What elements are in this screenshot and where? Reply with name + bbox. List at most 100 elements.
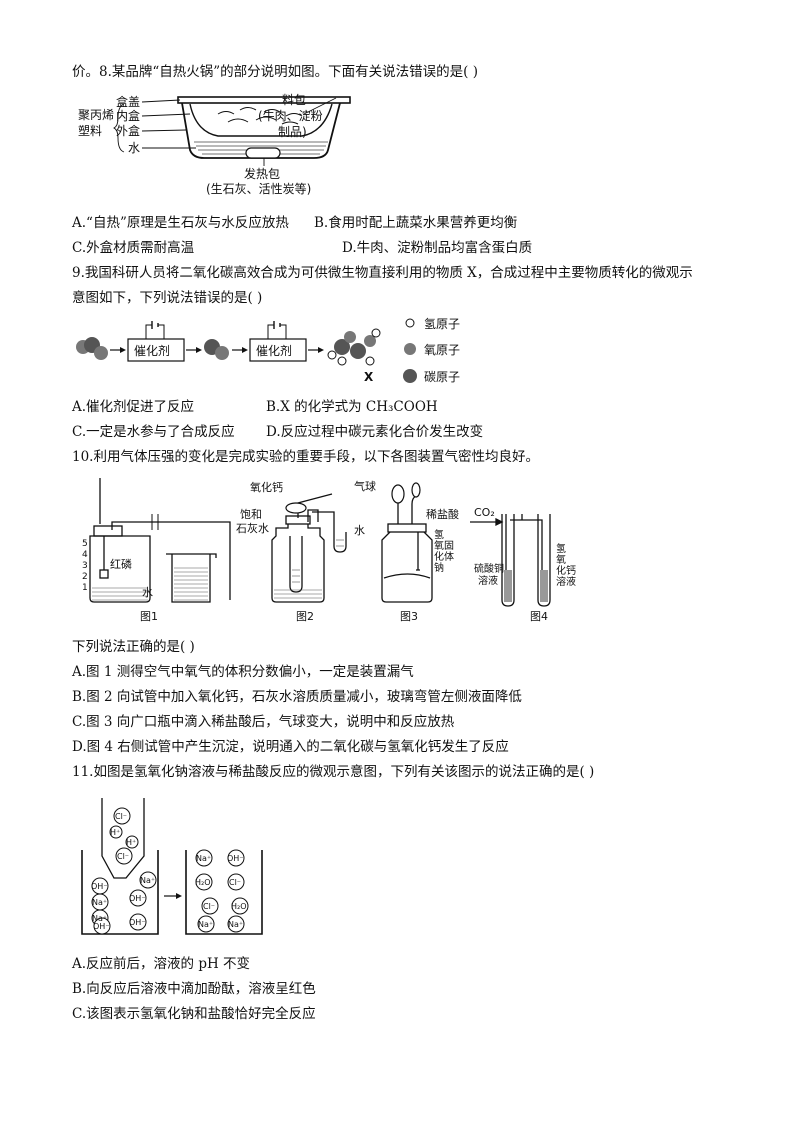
fig1-water-hatch — [92, 567, 208, 601]
q8-option-c: C.外盒材质需耐高温 — [72, 240, 195, 256]
x-molecule — [327, 328, 381, 366]
fig4-caoh-2: 氧 — [556, 553, 566, 566]
label-water: 水 — [128, 141, 140, 155]
label-food-desc-1: (牛肉、淀粉 — [258, 108, 323, 123]
co-molecule — [204, 339, 229, 360]
q9-option-b: B.X 的化学式为 CH₃COOH — [266, 399, 438, 415]
lid-shape — [177, 96, 351, 104]
fig4-solution-dots — [504, 570, 548, 602]
label-heater-desc: (生石灰、活性炭等) — [206, 182, 311, 196]
co2-molecule — [76, 337, 108, 360]
arrow-icon — [176, 893, 182, 899]
before-ion-3: Na⁺ — [92, 898, 107, 907]
before-ion-4: OH⁻ — [129, 894, 146, 903]
q8-option-a: A.“自热”原理是生石灰与水反应放热 — [72, 215, 289, 231]
fig3-apparatus — [381, 495, 433, 603]
beaker-before — [81, 850, 159, 935]
fig3-balloon — [391, 484, 405, 504]
q10-option-d: D.图 4 右侧试管中产生沉淀，说明通入的二氧化碳与氢氧化钙发生了反应 — [72, 739, 509, 755]
legend-carbon-icon — [403, 369, 417, 383]
fig3-naoh-4: 钠 — [434, 561, 444, 574]
fig1-scale-5: 5 — [82, 539, 88, 549]
q10-apparatus-figure: 5 4 3 2 1 红磷 水 图1 氧化钙 饱和 石灰水 水 图2 气球 稀盐酸… — [82, 478, 576, 623]
fig4-caoh-4: 溶液 — [556, 575, 576, 588]
q10-option-c: C.图 3 向广口瓶中滴入稀盐酸后，气球变大，说明中和反应放热 — [72, 714, 455, 730]
legend-carbon: 碳原子 — [424, 370, 460, 384]
fig1-scale-2: 2 — [82, 572, 88, 582]
leader-lines — [112, 97, 337, 166]
fig4-caoh-1: 氢 — [556, 542, 566, 555]
q9-stem-line-2: 意图如下，下列说法错误的是( ) — [72, 290, 263, 306]
product-x-label: X — [364, 370, 374, 384]
fig2-spoon — [285, 502, 307, 514]
q10-option-a: A.图 1 测得空气中氧气的体积分数偏小，一定是装置漏气 — [72, 664, 414, 680]
fig1-red-phosphorus: 红磷 — [110, 558, 132, 571]
after-ion-1: Na⁺ — [196, 854, 211, 863]
dropper-shape — [101, 798, 145, 879]
fig4-label: 图4 — [530, 610, 548, 623]
fig3-naoh-1: 氢 — [434, 528, 444, 541]
q8-hotpot-figure: 聚丙烯 塑料 盒盖 内盒 外盒 水 料包 (牛肉、淀粉 制品) 发热包 (生石灰… — [78, 93, 351, 196]
q11-neutralization-figure: Cl⁻ H⁺ H⁺ Cl⁻ OH⁻ Na⁺ Na⁺ OH⁻ Na⁺ OH⁻ OH… — [81, 798, 263, 935]
fig1-label: 图1 — [140, 610, 158, 623]
after-ion-7: Na⁺ — [198, 920, 213, 929]
q10-prompt: 下列说法正确的是( ) — [72, 639, 195, 655]
fig4-cuso4-1: 硫酸铜 — [474, 562, 504, 575]
q8-option-b: B.食用时配上蔬菜水果营养更均衡 — [314, 215, 518, 231]
catalyst-label-1: 催化剂 — [134, 343, 170, 358]
dropper-ion-3: H⁺ — [126, 838, 136, 847]
after-ion-2: OH⁻ — [227, 854, 244, 863]
fig4-caoh-3: 化钙 — [556, 564, 576, 577]
catalyst-box-2 — [249, 338, 307, 362]
fig1-scale-4: 4 — [82, 550, 88, 560]
label-outer-box: 外盒 — [116, 123, 140, 138]
fig1-scale-1: 1 — [82, 583, 88, 593]
label-food-desc-2: 制品) — [278, 125, 307, 139]
fig3-naoh-6: 体 — [444, 551, 454, 563]
legend-oxygen-icon — [404, 343, 416, 355]
fig1-scale-3: 3 — [82, 561, 88, 571]
food-pack-marks — [217, 107, 303, 125]
before-ion-6: OH⁻ — [93, 922, 110, 931]
fig3-naoh-2: 氧 — [434, 539, 444, 552]
fig3-naoh-3: 化 — [434, 550, 444, 563]
fig3-balloon-label: 气球 — [354, 479, 376, 493]
after-ion-3: H₂O — [195, 878, 211, 887]
before-ion-2: Na⁺ — [140, 876, 155, 885]
after-ion-6: H₂O — [231, 902, 247, 911]
label-inner-box: 内盒 — [116, 108, 140, 123]
q9-stem-line-1: 9.我国科研人员将二氧化碳高效合成为可供微生物直接利用的物质 X，合成过程中主要… — [72, 265, 693, 281]
fig3-label: 图3 — [400, 610, 418, 623]
fig3-naoh-5: 固 — [444, 540, 454, 552]
fig2-label: 图2 — [296, 610, 314, 623]
fig4-apparatus — [470, 514, 551, 607]
before-ion-7: OH⁻ — [129, 918, 146, 927]
q8-stem: 价。8.某品牌“自热火锅”的部分说明如图。下面有关说法错误的是( ) — [72, 64, 479, 80]
q8-option-d: D.牛肉、淀粉制品均富含蛋白质 — [342, 240, 533, 256]
before-ion-5: Na⁺ — [92, 914, 107, 923]
dropper-ion-4: Cl⁻ — [117, 852, 129, 861]
after-ion-5: Cl⁻ — [203, 902, 215, 911]
inner-box-shape — [189, 103, 333, 137]
beaker-after — [185, 850, 263, 935]
legend-oxygen: 氧原子 — [424, 343, 460, 357]
label-lid: 盒盖 — [116, 94, 140, 109]
heater-pack-shape — [245, 147, 281, 159]
dropper-ion-2: H⁺ — [110, 828, 120, 837]
legend-hydrogen: 氢原子 — [424, 316, 460, 331]
fig2-limewater-2: 石灰水 — [236, 521, 269, 535]
q11-option-c: C.该图表示氢氧化钠和盐酸恰好完全反应 — [72, 1006, 316, 1022]
q9-option-c: C.一定是水参与了合成反应 — [72, 424, 235, 440]
after-ion-4: Cl⁻ — [229, 878, 241, 887]
ion-labels: Cl⁻ H⁺ H⁺ Cl⁻ OH⁻ Na⁺ Na⁺ OH⁻ Na⁺ OH⁻ OH… — [91, 812, 247, 931]
fig2-water-label: 水 — [354, 524, 365, 537]
q11-option-b: B.向反应后溶液中滴加酚酞，溶液呈红色 — [72, 981, 316, 997]
before-ion-1: OH⁻ — [91, 882, 108, 891]
fig1-water-label: 水 — [142, 586, 153, 599]
fig3-dropper-bulb — [411, 482, 421, 498]
fig2-cao-label: 氧化钙 — [250, 480, 283, 494]
q9-option-a: A.催化剂促进了反应 — [72, 399, 195, 415]
ion-circles — [91, 807, 249, 935]
dropper-ion-1: Cl⁻ — [115, 812, 127, 821]
catalyst-box-1 — [127, 338, 185, 362]
